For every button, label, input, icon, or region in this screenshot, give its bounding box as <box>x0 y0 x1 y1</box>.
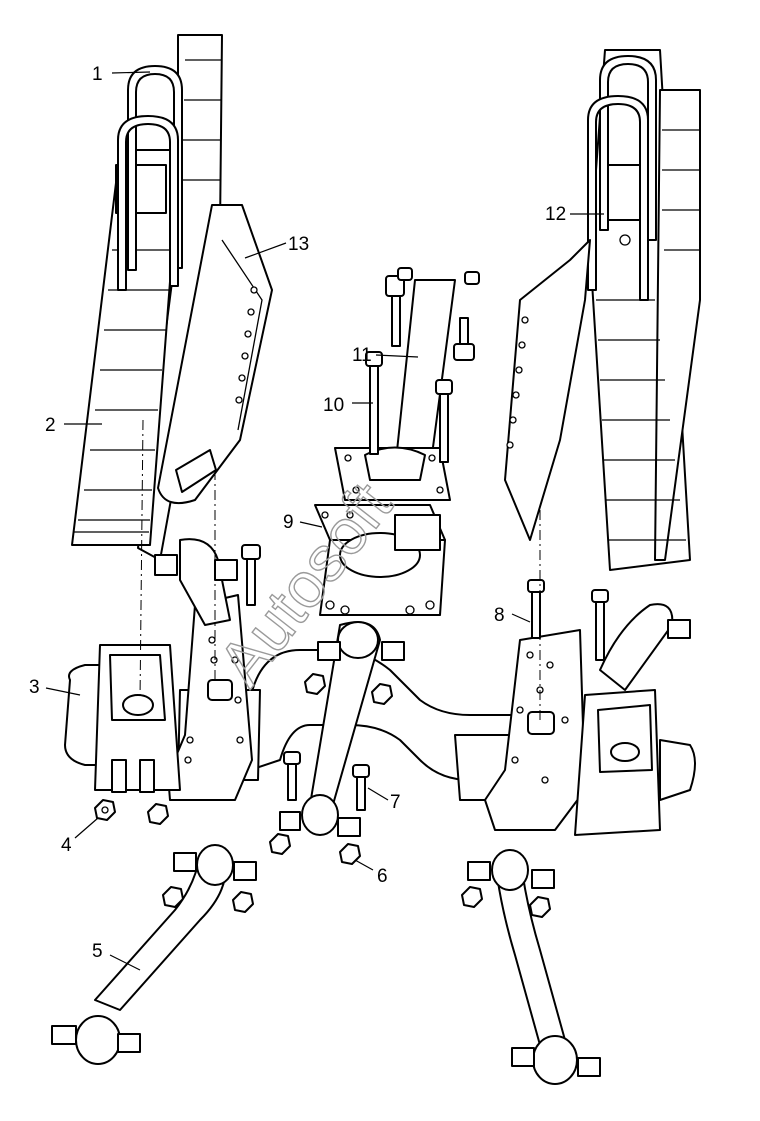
left-upper-arm <box>154 538 261 626</box>
right-axle-pad <box>484 629 586 831</box>
left-spring-bracket <box>157 204 273 504</box>
callout-1: 1 <box>92 64 103 85</box>
callout-5: 5 <box>92 941 103 962</box>
center-upper-arm <box>279 621 405 837</box>
callout-7: 7 <box>390 792 401 813</box>
callout-2: 2 <box>45 415 56 436</box>
left-lower-arm <box>51 844 257 1065</box>
nuts <box>94 673 551 918</box>
left-u-bolts <box>117 65 183 291</box>
callout-11: 11 <box>352 345 372 366</box>
callout-13: 13 <box>288 234 309 255</box>
right-spring-bracket <box>504 239 591 541</box>
right-wheel-hub <box>574 689 696 836</box>
callout-4: 4 <box>61 835 72 856</box>
callout-9: 9 <box>283 512 294 533</box>
callout-leaders <box>45 71 604 971</box>
alignment-lines <box>139 419 541 720</box>
callout-6: 6 <box>377 866 388 887</box>
callout-numbers: 1 2 3 4 5 6 7 8 9 10 11 12 13 <box>29 64 566 962</box>
center-differential-mount <box>314 504 446 616</box>
callout-8: 8 <box>494 605 505 626</box>
callout-10: 10 <box>323 395 344 416</box>
right-lower-arm <box>467 849 601 1085</box>
left-wheel-hub <box>64 644 181 793</box>
center-mount-bracket <box>334 279 456 501</box>
center-long-bolts <box>365 267 480 463</box>
right-u-bolts <box>587 55 657 301</box>
callout-3: 3 <box>29 677 40 698</box>
callout-12: 12 <box>545 204 566 225</box>
right-upper-arm <box>599 603 691 691</box>
small-bolts <box>283 579 609 811</box>
left-axle-pad <box>167 594 253 801</box>
